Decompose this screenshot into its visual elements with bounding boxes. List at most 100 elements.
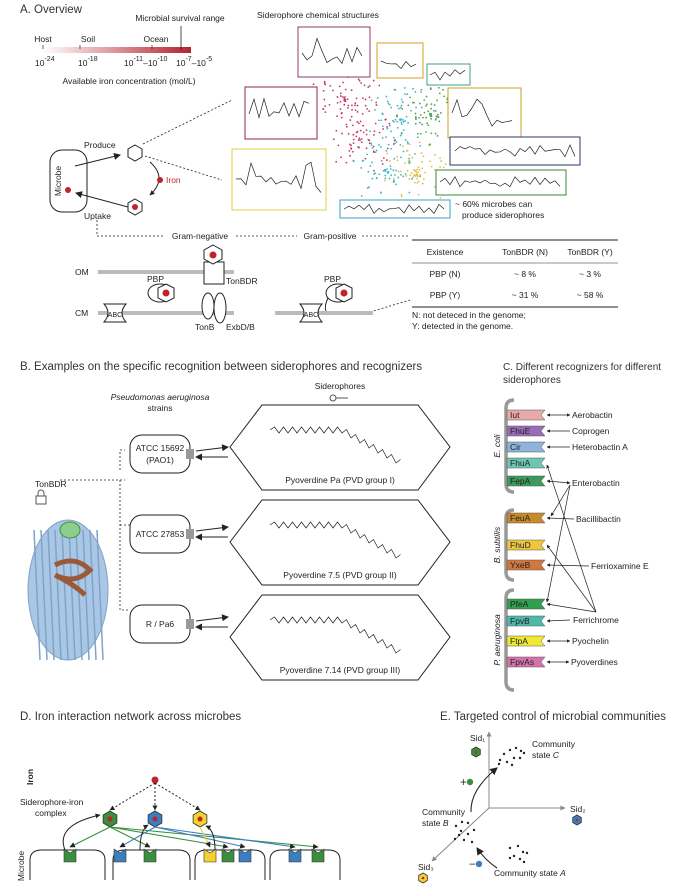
iron-dot-icon [152, 816, 158, 822]
network-node [349, 119, 352, 121]
arrow [195, 444, 229, 452]
network-node [417, 180, 420, 183]
recognizer-fpvb: FpvB [510, 616, 530, 626]
community-member-dot [522, 860, 526, 864]
species-label: E. coli [492, 433, 502, 457]
network-node [351, 124, 354, 127]
panel-c-title: C. Different recognizers for different [503, 362, 661, 373]
network-node [409, 143, 411, 146]
network-node [420, 88, 423, 91]
green-siderophore-icon [466, 778, 474, 786]
community-dots [453, 746, 529, 864]
network-node [421, 123, 423, 126]
structure-box [435, 169, 567, 196]
tonbdr-label: TonBDR [226, 276, 258, 286]
network-node [368, 142, 371, 145]
network-node [336, 96, 339, 98]
network-node [434, 132, 437, 135]
chemical-structure [269, 616, 401, 654]
beta-strand [82, 529, 90, 661]
network-node [439, 157, 441, 160]
network-node [396, 120, 398, 123]
recognition-arrow [545, 484, 571, 603]
network-node [340, 156, 342, 159]
membrane-bracket [504, 508, 515, 582]
network-node [400, 173, 402, 176]
network-node [408, 154, 411, 156]
network-node [423, 99, 426, 102]
network-node [362, 97, 364, 100]
network-node [381, 125, 384, 128]
siderophore-label: Ferrichrome [573, 615, 619, 625]
network-node [408, 178, 411, 180]
network-node [408, 162, 411, 165]
recognizer-tag [506, 512, 546, 524]
iron-dot-icon [65, 187, 71, 193]
network-node [359, 120, 362, 123]
network-node [384, 170, 387, 172]
microbe-cell [112, 849, 191, 880]
network-node [352, 138, 355, 141]
network-node [412, 168, 415, 171]
network-node [370, 144, 373, 146]
network-node [354, 104, 356, 107]
community-member-dot [514, 746, 518, 750]
strain-cell [129, 434, 191, 474]
state-c-label: state C [532, 750, 560, 760]
panel-c: C. Different recognizers for different s… [492, 362, 661, 692]
network-node [414, 112, 417, 115]
network-node [407, 104, 410, 107]
strain-name: ATCC 15692 [136, 443, 185, 453]
network-node [360, 141, 363, 144]
network-node [419, 114, 422, 116]
beta-strand [89, 529, 97, 661]
network-node [384, 179, 386, 182]
network-node [442, 166, 445, 169]
iron-dot-icon [197, 816, 203, 822]
network-node [354, 109, 357, 112]
network-node [378, 131, 381, 134]
om-label: OM [75, 267, 89, 277]
iron-binding-arrow [154, 782, 201, 811]
iron-dot-icon [157, 177, 163, 183]
network-node [413, 173, 416, 176]
transition-arrow-a-to-b [476, 847, 498, 869]
beta-strand [47, 529, 55, 661]
structure-box [447, 87, 522, 139]
network-node [419, 174, 421, 176]
network-node [416, 168, 418, 171]
network-node [389, 165, 392, 168]
tonbdr-protein-structure [27, 519, 109, 661]
network-node [384, 174, 387, 177]
network-node [430, 165, 433, 168]
network-node [419, 175, 421, 178]
chemical-structure [343, 203, 445, 215]
network-node [371, 147, 374, 149]
network-node [404, 162, 406, 165]
network-node [411, 156, 414, 159]
network-node [394, 118, 397, 121]
community-member-dot [497, 762, 501, 766]
recognizer-tag [506, 598, 546, 610]
recognition-arrow [546, 619, 571, 623]
network-node [348, 150, 351, 152]
uptake-arrow [199, 826, 211, 848]
network-node [419, 132, 422, 135]
network-node [408, 191, 411, 194]
network-node [387, 143, 390, 146]
community-member-dot [508, 856, 512, 860]
network-node [355, 131, 358, 134]
network-node [437, 116, 440, 118]
network-node [443, 95, 445, 98]
network-node [385, 159, 388, 161]
state-b-label: state B [422, 818, 449, 828]
network-node [392, 169, 395, 172]
cytoplasmic-membrane-gram-positive [275, 311, 373, 315]
minus-sign: − [469, 859, 476, 871]
network-node [358, 146, 361, 149]
network-node [416, 177, 418, 180]
recognition-arrow [546, 544, 597, 613]
table-cell: PBP (N) [429, 269, 460, 279]
community-member-dot [466, 832, 470, 836]
